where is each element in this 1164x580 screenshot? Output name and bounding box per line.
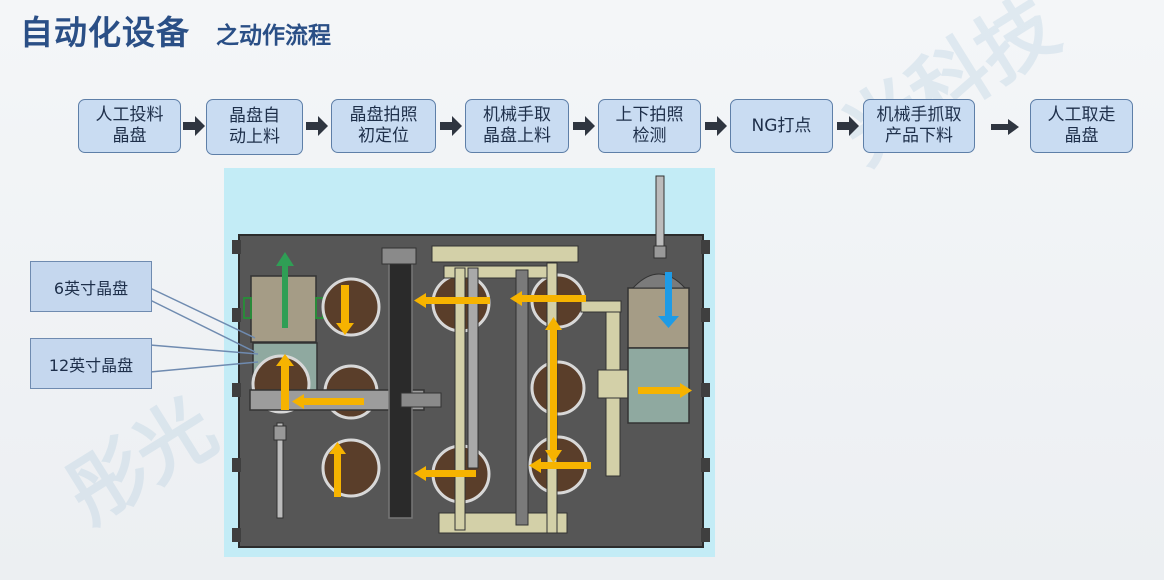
flow-step-label: 机械手取 晶盘上料	[483, 105, 551, 146]
flow-step-label: 机械手抓取 产品下料	[876, 105, 962, 146]
flow-step-robot-load: 机械手取 晶盘上料	[465, 99, 569, 153]
flow-arrow-icon	[705, 116, 727, 136]
flow-step-robot-unload: 机械手抓取 产品下料	[863, 99, 975, 153]
flow-step-label: 人工取走 晶盘	[1047, 105, 1116, 146]
flow-arrow-icon	[183, 116, 205, 136]
flow-step-label: 上下拍照 检测	[615, 105, 684, 146]
slide-subtitle: 之动作流程	[216, 23, 331, 49]
flow-arrow-icon	[440, 116, 462, 136]
flow-arrow-icon	[573, 116, 595, 136]
callout-label: 12英寸晶盘	[48, 355, 134, 375]
watermark-text: 彤光	[51, 382, 232, 542]
flow-arrow-icon	[837, 116, 859, 136]
flow-step-label: 晶盘自 动上料	[229, 106, 280, 147]
flow-step-ng-mark: NG打点	[730, 99, 833, 153]
flow-arrow-icon	[306, 116, 328, 136]
flow-step-label: 人工投料 晶盘	[95, 105, 164, 146]
machine-layout-diagram	[232, 175, 710, 548]
flow-step-label: NG打点	[751, 115, 812, 136]
flow-step-auto-load: 晶盘自 动上料	[206, 99, 303, 155]
watermark-text: 光科技	[827, 0, 1074, 183]
callout-label: 6英寸晶盘	[53, 278, 129, 298]
flow-step-label: 晶盘拍照 初定位	[349, 105, 418, 146]
flow-step-manual-remove: 人工取走 晶盘	[1030, 99, 1133, 153]
slide-title: 自动化设备	[20, 13, 190, 52]
callout-12inch-wafer: 12英寸晶盘	[30, 338, 152, 389]
flow-step-photo-position: 晶盘拍照 初定位	[331, 99, 436, 153]
flow-step-manual-load: 人工投料 晶盘	[78, 99, 181, 153]
flow-arrow-icon	[991, 119, 1019, 135]
flow-step-inspection: 上下拍照 检测	[598, 99, 701, 153]
callout-6inch-wafer: 6英寸晶盘	[30, 261, 152, 312]
machine-layout-panel	[224, 168, 715, 557]
